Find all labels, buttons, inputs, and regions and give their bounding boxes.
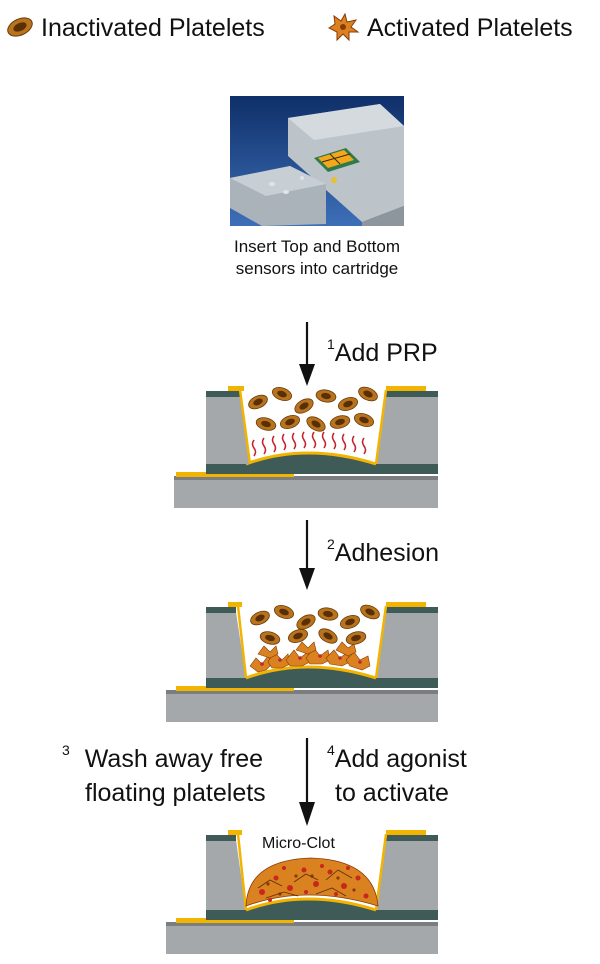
panel-micro-clot (166, 830, 438, 954)
panel-add-prp (174, 386, 438, 508)
step2-text: Adhesion (334, 539, 440, 567)
cartridge-image (230, 96, 404, 226)
cartridge-caption-line1: Insert Top and Bottom (233, 237, 400, 256)
cartridge-caption: Insert Top and Bottom sensors into cartr… (180, 236, 454, 280)
step2-number: 2 (327, 536, 335, 552)
inactivated-platelet-icon (7, 17, 33, 37)
micro-clot-label: Micro-Clot (262, 835, 335, 852)
step2-label: 2Adhesion (327, 536, 440, 571)
step3-label-line2: floating platelets (85, 779, 266, 807)
step4-text-line1: Add agonist (334, 745, 467, 773)
step3-text-line1: Wash away free (84, 745, 264, 773)
activated-platelet-icon (328, 12, 360, 42)
step1-arrow (299, 322, 315, 386)
activated-platelets-label: Activated Platelets (367, 14, 573, 42)
step1-text: Add PRP (334, 339, 438, 367)
panel-adhesion (166, 602, 438, 722)
step3-number: 3 (62, 742, 70, 758)
step3-4-arrow (299, 738, 315, 826)
inactivated-platelets-label: Inactivated Platelets (41, 14, 265, 42)
cartridge-caption-line2: sensors into cartridge (235, 259, 399, 278)
step4-label-line2: to activate (335, 779, 449, 807)
step2-arrow (299, 520, 315, 590)
step4-number: 4 (327, 742, 335, 758)
step1-label: 1Add PRP (327, 336, 438, 371)
step1-number: 1 (327, 336, 335, 352)
step3-label: 3 Wash away free (62, 742, 264, 777)
step4-label: 4Add agonist (327, 742, 467, 777)
